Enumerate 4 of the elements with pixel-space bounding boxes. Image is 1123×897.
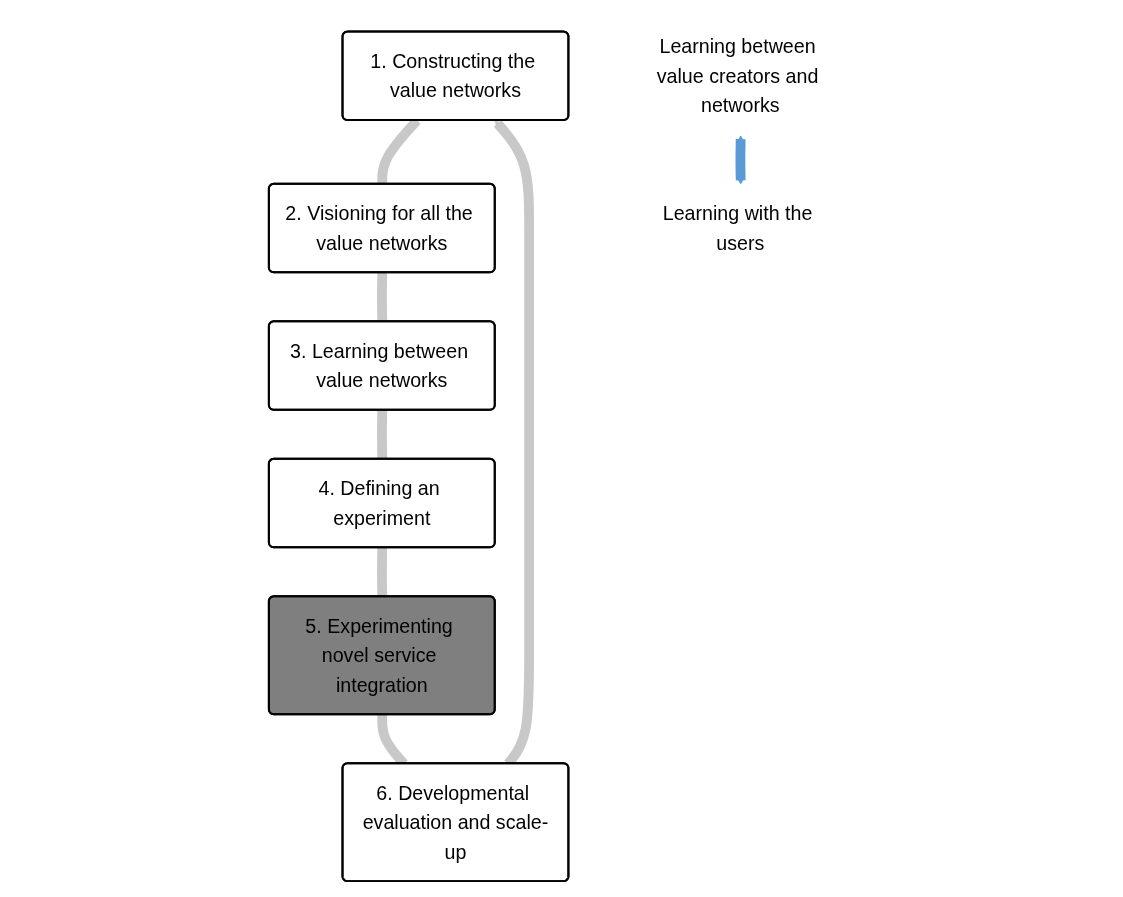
connector [377, 408, 388, 460]
node-text: Learning between value creators and networks [657, 35, 819, 116]
node-text: Learning with the users [663, 201, 813, 254]
arrow [735, 134, 747, 185]
